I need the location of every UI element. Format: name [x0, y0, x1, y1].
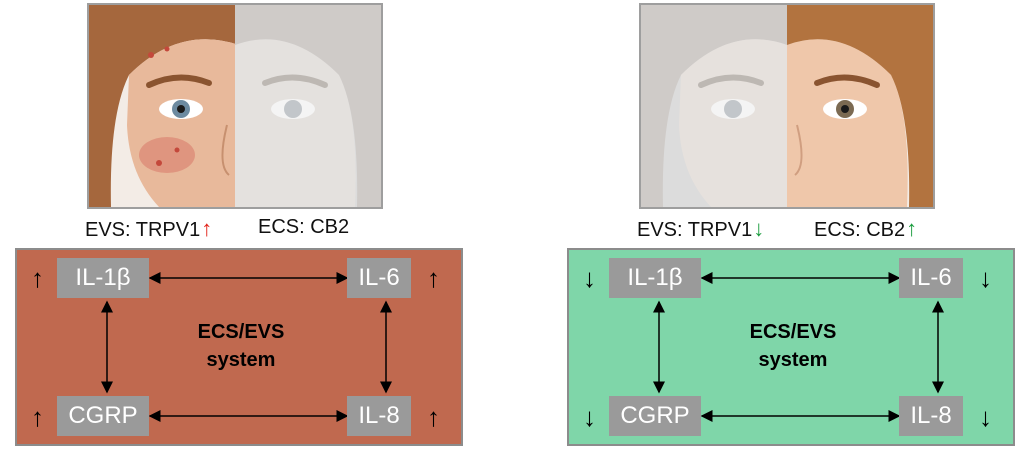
evs-label: EVS: TRPV1↑	[85, 216, 213, 241]
il1b-up-arrow: ↑	[31, 263, 44, 293]
receptor-labels: EVS: TRPV1↑ ECS: CB2	[10, 216, 470, 246]
panel-left: EVS: TRPV1↑ ECS: CB2 ↑ IL-1β IL-6 ↑ ECS/…	[10, 0, 470, 453]
il6-node: IL-6	[899, 258, 963, 298]
il6-node: IL-6	[347, 258, 411, 298]
ecs-label: ECS: CB2	[258, 216, 350, 238]
system-title: ECS/EVS system	[749, 321, 837, 371]
il1b-node: IL-1β	[609, 258, 701, 298]
trpv1-down-green-arrow: ↓	[753, 216, 765, 241]
il8-up-arrow: ↑	[427, 402, 440, 432]
il1b-node: IL-1β	[57, 258, 149, 298]
trpv1-up-red-arrow: ↑	[201, 216, 213, 241]
receptor-labels: EVS: TRPV1↓ ECS: CB2↑	[562, 216, 1022, 246]
ecs-evs-system-box: ↓ IL-1β IL-6 ↓ ECS/EVS system ↓ CGRP IL-…	[567, 248, 1015, 446]
cgrp-node: CGRP	[57, 396, 149, 436]
cgrp-node: CGRP	[609, 396, 701, 436]
ecs-evs-system-box: ↑ IL-1β IL-6 ↑ ECS/EVS system ↑ CGRP IL-…	[15, 248, 463, 446]
il8-down-arrow: ↓	[979, 402, 992, 432]
ecs-label: ECS: CB2↑	[814, 216, 918, 241]
link-arrows	[653, 272, 944, 422]
il8-node: IL-8	[899, 396, 963, 436]
panel-right: EVS: TRPV1↓ ECS: CB2↑ ↓ IL-1β IL-6 ↓ ECS…	[562, 0, 1022, 453]
face-photo-inflamed	[87, 3, 383, 209]
il6-down-arrow: ↓	[979, 263, 992, 293]
evs-label: EVS: TRPV1↓	[637, 216, 765, 241]
face-photo-healthy	[639, 3, 935, 209]
cgrp-down-arrow: ↓	[583, 402, 596, 432]
cgrp-up-arrow: ↑	[31, 402, 44, 432]
il1b-down-arrow: ↓	[583, 263, 596, 293]
link-arrows	[101, 272, 392, 422]
il8-node: IL-8	[347, 396, 411, 436]
il6-up-arrow: ↑	[427, 263, 440, 293]
system-title: ECS/EVS system	[197, 321, 285, 371]
cb2-up-green-arrow: ↑	[906, 216, 918, 241]
